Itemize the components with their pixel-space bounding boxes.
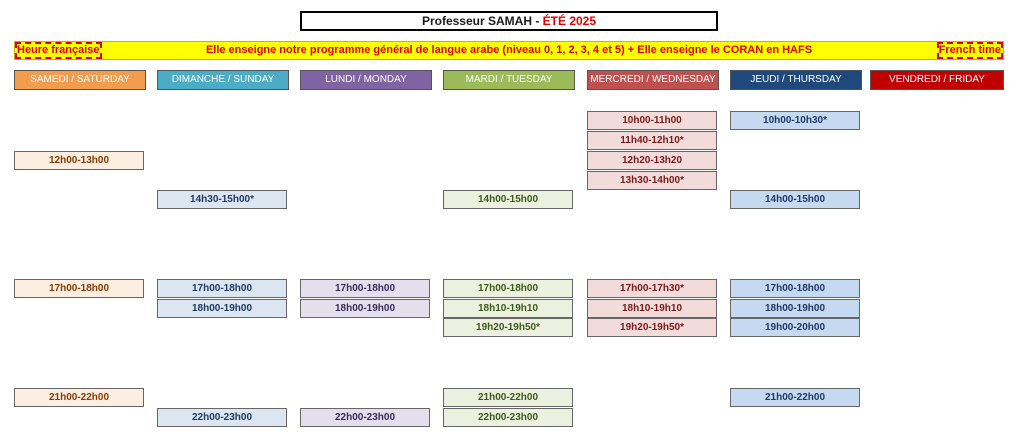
time-slot: 18h00-19h00: [300, 299, 430, 318]
time-slot: 12h00-13h00: [14, 151, 144, 170]
time-slot: 18h10-19h10: [587, 299, 717, 318]
time-slot: 14h00-15h00: [443, 190, 573, 209]
time-slot: 17h00-18h00: [157, 279, 287, 298]
time-slot: 10h00-11h00: [587, 111, 717, 130]
time-slot: 19h20-19h50*: [587, 318, 717, 337]
time-slot: 14h30-15h00*: [157, 190, 287, 209]
page-title: Professeur SAMAH - ÉTÉ 2025: [300, 11, 718, 31]
day-header: JEUDI / THURSDAY: [730, 70, 862, 90]
time-slot: 11h40-12h10*: [587, 131, 717, 150]
title-prefix: Professeur SAMAH -: [421, 14, 543, 28]
time-slot: 17h00-18h00: [300, 279, 430, 298]
time-slot: 21h00-22h00: [14, 388, 144, 407]
time-slot: 14h00-15h00: [730, 190, 860, 209]
day-header: MARDI / TUESDAY: [443, 70, 575, 90]
day-header: DIMANCHE / SUNDAY: [157, 70, 289, 90]
time-slot: 22h00-23h00: [300, 408, 430, 427]
time-slot: 18h00-19h00: [157, 299, 287, 318]
time-slot: 13h30-14h00*: [587, 171, 717, 190]
time-slot: 19h00-20h00: [730, 318, 860, 337]
time-slot: 17h00-18h00: [14, 279, 144, 298]
time-slot: 17h00-18h00: [443, 279, 573, 298]
time-slot: 22h00-23h00: [157, 408, 287, 427]
banner-right-label: French time: [936, 42, 1003, 59]
time-slot: 19h20-19h50*: [443, 318, 573, 337]
title-season: ÉTÉ 2025: [542, 14, 597, 28]
time-slot: 10h00-10h30*: [730, 111, 860, 130]
day-header: SAMEDI / SATURDAY: [14, 70, 146, 90]
info-banner: Elle enseigne notre programme général de…: [14, 41, 1004, 60]
time-slot: 17h00-18h00: [730, 279, 860, 298]
time-slot: 18h00-19h00: [730, 299, 860, 318]
day-header: LUNDI / MONDAY: [300, 70, 432, 90]
time-slot: 21h00-22h00: [443, 388, 573, 407]
day-header: VENDREDI / FRIDAY: [870, 70, 1004, 90]
time-slot: 12h20-13h20: [587, 151, 717, 170]
time-slot: 21h00-22h00: [730, 388, 860, 407]
day-header: MERCREDI / WEDNESDAY: [587, 70, 719, 90]
time-slot: 22h00-23h00: [443, 408, 573, 427]
time-slot: 17h00-17h30*: [587, 279, 717, 298]
banner-message: Elle enseigne notre programme général de…: [205, 44, 813, 56]
banner-left-label: Heure française: [15, 42, 102, 59]
time-slot: 18h10-19h10: [443, 299, 573, 318]
